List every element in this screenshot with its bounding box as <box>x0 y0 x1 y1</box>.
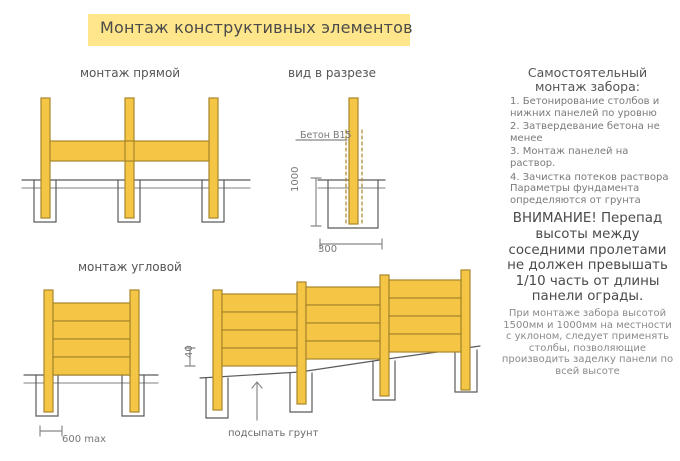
footing <box>205 377 229 419</box>
panel-board <box>305 340 381 360</box>
footing <box>35 374 59 417</box>
step-item: 1. Бетонирование столбов и нижних панеле… <box>510 96 660 119</box>
dim-300-text: 300 <box>318 244 338 255</box>
panel-board <box>221 293 298 313</box>
concrete-outline <box>345 129 363 225</box>
footing <box>289 372 313 413</box>
panel-board <box>388 315 462 335</box>
panel-board <box>305 304 381 324</box>
panel-board <box>52 302 131 322</box>
fence-post <box>460 269 471 391</box>
panel-board <box>221 347 298 367</box>
panel-board <box>388 297 462 317</box>
panel-board <box>305 322 381 342</box>
fence-post <box>40 97 51 219</box>
dimension-40 <box>184 347 196 367</box>
label-straight: монтаж прямой <box>80 66 181 80</box>
label-section: вид в разрезе <box>288 66 376 80</box>
panel-board <box>52 356 131 376</box>
step-item: 2. Затвердевание бетона не менее <box>510 121 660 144</box>
footing <box>201 179 225 223</box>
step-item: 4. Зачистка потеков раствора Параметры ф… <box>510 171 669 206</box>
footing <box>33 179 57 223</box>
footing <box>117 179 141 223</box>
panel-board <box>221 311 298 331</box>
note-text: При монтаже забора высотой 1500мм и 1000… <box>501 307 674 377</box>
panel-board <box>52 338 131 358</box>
page-title: Монтаж конструктивных элементов <box>100 18 413 37</box>
footing <box>372 360 396 401</box>
dim-1000-text: 1000 <box>290 166 301 192</box>
fence-post <box>208 97 219 219</box>
dimension-1000 <box>310 177 322 227</box>
warning-text: ВНИМАНИЕ! Перепад высоты между соседними… <box>507 211 668 305</box>
footing <box>327 179 379 229</box>
title-highlight <box>88 14 410 46</box>
sloped-assembly <box>184 269 481 421</box>
label-fill-soil: подсыпать грунт <box>228 428 319 439</box>
dim-600-text: 600 max <box>62 434 107 445</box>
panel-board <box>388 279 462 299</box>
panel-board <box>305 286 381 306</box>
side-notes: Самостоятельный монтаж забора: 1. Бетони… <box>500 66 675 377</box>
fence-post <box>124 140 135 162</box>
arrow-up-icon <box>251 381 263 421</box>
dimension-300 <box>319 238 383 250</box>
dim-40-text: 40 <box>184 345 195 358</box>
side-heading: Самостоятельный монтаж забора: <box>527 65 648 94</box>
post-section <box>348 97 359 225</box>
sloped-ground <box>199 345 481 379</box>
section-view <box>295 97 386 250</box>
label-corner: монтаж угловой <box>78 260 182 274</box>
corner-post <box>129 289 140 413</box>
fence-post <box>296 281 307 405</box>
footing <box>454 349 478 393</box>
straight-assembly <box>21 97 251 223</box>
fence-post <box>212 289 223 411</box>
corner-post <box>43 289 54 413</box>
dimension-600 <box>39 425 63 437</box>
panel-board <box>221 329 298 349</box>
label-concrete: Бетон В15 <box>300 130 352 141</box>
fence-post <box>379 274 390 397</box>
footing <box>121 374 145 417</box>
panel-board <box>52 320 131 340</box>
step-item: 3. Монтаж панелей на раствор. <box>510 146 629 169</box>
panel-board <box>388 333 462 353</box>
corner-assembly <box>23 289 159 437</box>
